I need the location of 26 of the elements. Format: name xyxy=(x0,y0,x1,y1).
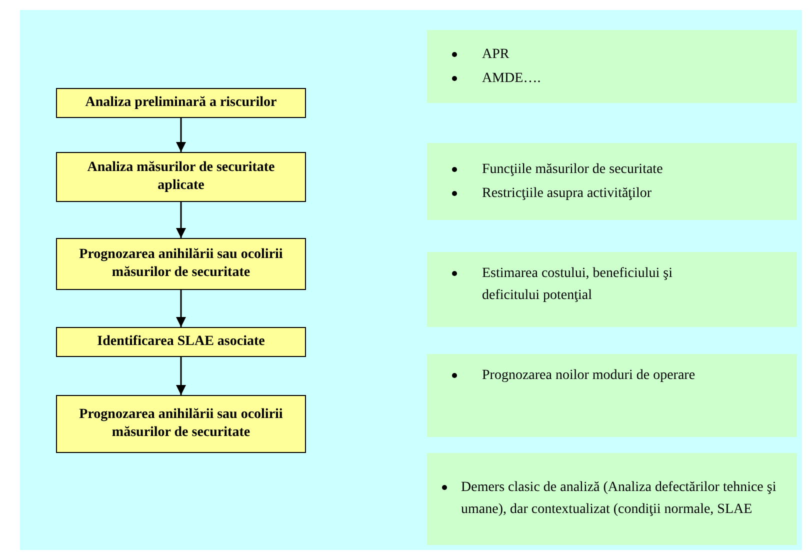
note-box xyxy=(427,30,797,103)
process-box xyxy=(56,88,306,118)
bullet-text: APR xyxy=(482,46,510,64)
note-box xyxy=(427,143,797,220)
process-box xyxy=(56,238,306,290)
process-box xyxy=(56,152,306,202)
step-label: Analiza preliminară a riscurilor xyxy=(85,94,277,112)
note-box xyxy=(427,453,797,545)
arrow xyxy=(176,118,186,152)
step-label: Prognozarea anihilării sau ocolirii măsurilor de securitate xyxy=(78,406,284,442)
step-label: Analiza măsurilor de securitate aplicate xyxy=(86,158,276,195)
arrow xyxy=(176,202,186,238)
step-label: Prognozarea anihilării sau ocolirii măsurilor de securitate xyxy=(78,246,284,282)
note-box xyxy=(427,252,797,327)
bullet-text: Estimarea costului, beneficiului şi deficitului potenţial xyxy=(482,265,674,305)
process-box xyxy=(56,327,306,357)
arrow xyxy=(176,290,186,327)
process-box xyxy=(56,395,306,453)
arrow xyxy=(176,357,186,395)
step-label: Identificarea SLAE asociate xyxy=(97,332,265,351)
bullet-text: Demers clasic de analiză (Analiza defectărilor tehnice şi umane), dar contextualizat (condiţii normale, SLAE xyxy=(461,479,778,519)
bullet-text: Funcţiile măsurilor de securitate xyxy=(482,160,663,179)
bullet-text: AMDE…. xyxy=(482,70,541,88)
bullet-text: Restricţiile asupra activităţilor xyxy=(482,184,652,202)
bullet-text: Prognozarea noilor moduri de operare xyxy=(482,367,696,385)
note-box xyxy=(427,354,797,437)
